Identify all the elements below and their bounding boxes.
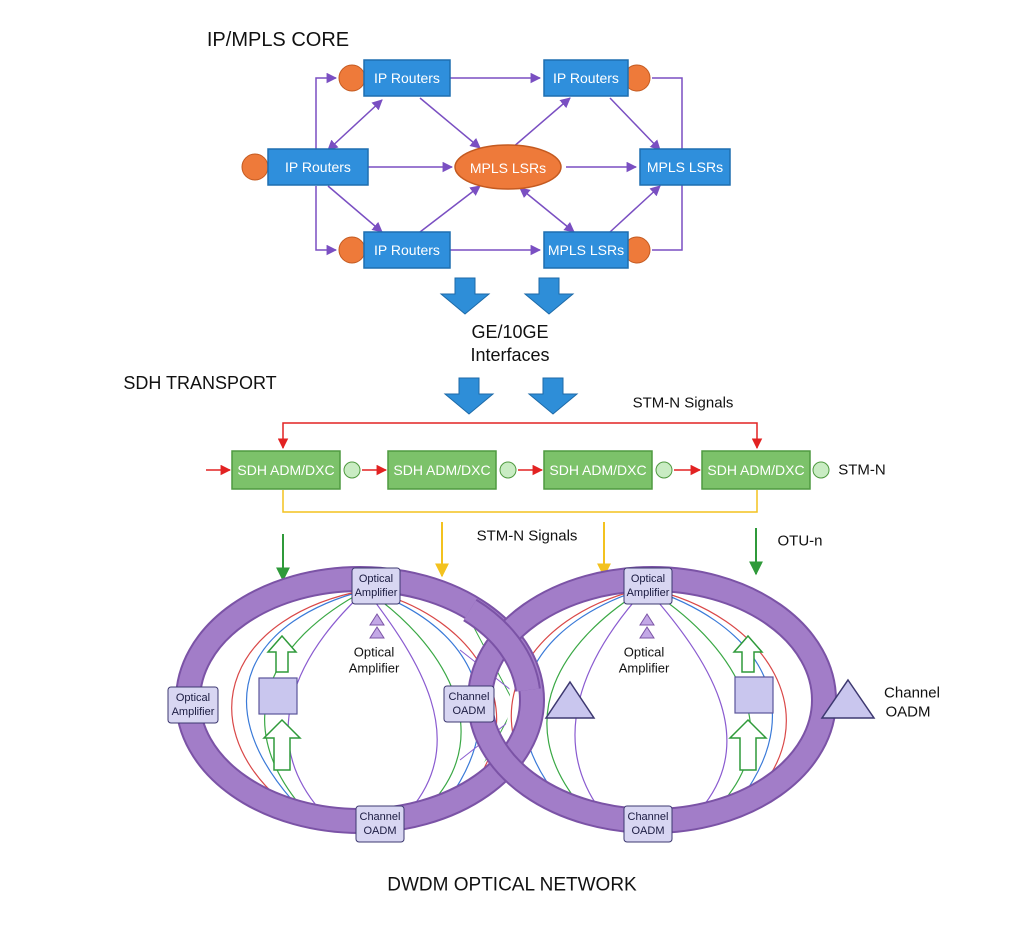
- right-oadm-label-line1: Channel: [884, 685, 940, 702]
- router-port-icon: [241, 153, 269, 181]
- left-ring-front-segment-fill: [464, 600, 539, 692]
- amplifier-triangle-icon: [369, 613, 385, 626]
- left-ring-top-amp-box: Optical Amplifier: [351, 567, 401, 605]
- hollow-up-arrow-icon: [262, 718, 302, 771]
- link-center-to-top-right: [511, 97, 571, 149]
- amplifier-triangle-icon: [369, 626, 385, 639]
- right-oadm-label-line2: OADM: [886, 704, 931, 721]
- node-label: SDH ADM/DXC: [549, 462, 646, 478]
- interfaces-label-line2: Interfaces: [470, 345, 549, 365]
- left-amp-label-line1: Optical: [354, 645, 395, 660]
- node-sdh-adm-2: SDH ADM/DXC: [387, 450, 497, 490]
- node-mpls-lsr-bottom-right: MPLS LSRs: [543, 231, 629, 269]
- link-bottom-left-to-center: [419, 185, 481, 233]
- right-ring-top-amp-box: Optical Amplifier: [623, 567, 673, 605]
- sdh-port-icon: [343, 461, 361, 479]
- box-label: Optical: [359, 573, 393, 585]
- sdh-port-icon: [499, 461, 517, 479]
- node-label: SDH ADM/DXC: [237, 462, 334, 478]
- link-top-right-to-mid-right: [609, 97, 661, 151]
- right-amp-label-line1: Optical: [624, 645, 665, 660]
- channel-module-icon: [734, 676, 774, 714]
- box-label: Channel: [628, 811, 669, 823]
- left-ring-left-amp-box: Optical Amplifier: [167, 686, 219, 724]
- dwdm-title: DWDM OPTICAL NETWORK: [387, 875, 637, 896]
- link-right-frame-bottom: [652, 167, 683, 251]
- right-amp-label-line2: Amplifier: [619, 661, 670, 676]
- stm-yellow-loop: [282, 490, 758, 513]
- stm-signals-top-label: STM-N Signals: [633, 395, 734, 412]
- stm-signals-bottom-label: STM-N Signals: [477, 528, 578, 545]
- left-ring-right-oadm-box: Channel OADM: [443, 685, 495, 723]
- node-label: IP Routers: [553, 70, 619, 86]
- node-mpls-lsr-center: MPLS LSRs: [454, 144, 562, 190]
- oadm-triangle-icon: [544, 680, 596, 719]
- link-bottom-right-to-mid-right: [609, 185, 661, 233]
- channel-module-icon: [258, 677, 298, 715]
- down-arrow-icon: [527, 377, 579, 415]
- link-left-frame-top: [315, 72, 338, 150]
- box-label: Optical: [631, 573, 665, 585]
- left-ring-bottom-oadm-box: Channel OADM: [355, 805, 405, 843]
- box-label: Amplifier: [172, 706, 215, 718]
- sdh-port-icon: [655, 461, 673, 479]
- node-ip-router-top-right: IP Routers: [543, 59, 629, 97]
- node-label: IP Routers: [285, 159, 351, 175]
- box-label: OADM: [364, 825, 397, 837]
- link-mid-left-to-bottom-left: [327, 185, 383, 233]
- down-arrow-icon: [439, 277, 491, 315]
- down-arrow-icon: [443, 377, 495, 415]
- box-label: Channel: [449, 691, 490, 703]
- amplifier-triangle-icon: [639, 613, 655, 626]
- box-label: Amplifier: [627, 587, 670, 599]
- router-port-icon: [338, 236, 366, 264]
- sdh-port-icon: [812, 461, 830, 479]
- node-mpls-lsr-mid-right: MPLS LSRs: [639, 148, 731, 186]
- right-ring-bottom-oadm-box: Channel OADM: [623, 805, 673, 843]
- link-left-frame-bottom: [315, 186, 338, 256]
- router-port-icon: [338, 64, 366, 92]
- ip-core-links: [315, 72, 683, 256]
- node-label: MPLS LSRs: [470, 160, 546, 176]
- sdh-title: SDH TRANSPORT: [123, 373, 276, 393]
- box-label: OADM: [632, 825, 665, 837]
- node-sdh-adm-4: SDH ADM/DXC: [701, 450, 811, 490]
- box-label: Optical: [176, 692, 210, 704]
- stm-red-loop: [277, 422, 763, 450]
- otu-n-label: OTU-n: [778, 533, 823, 550]
- node-label: MPLS LSRs: [647, 159, 723, 175]
- link-top-left-to-center: [419, 97, 481, 149]
- node-ip-router-bottom-left: IP Routers: [363, 231, 451, 269]
- node-ip-router-top-left: IP Routers: [363, 59, 451, 97]
- node-label: IP Routers: [374, 70, 440, 86]
- amplifier-triangle-icon: [639, 626, 655, 639]
- left-amp-label-line2: Amplifier: [349, 661, 400, 676]
- node-label: SDH ADM/DXC: [707, 462, 804, 478]
- box-label: Channel: [360, 811, 401, 823]
- hollow-up-arrow-icon: [266, 634, 298, 673]
- link-mid-left-to-top-left: [327, 99, 383, 151]
- node-label: MPLS LSRs: [548, 242, 624, 258]
- node-sdh-adm-1: SDH ADM/DXC: [231, 450, 341, 490]
- hollow-up-arrow-icon: [728, 718, 768, 771]
- link-center-to-bottom-right: [519, 187, 575, 233]
- link-right-frame-top: [652, 77, 683, 167]
- ip-core-title: IP/MPLS CORE: [207, 29, 349, 51]
- node-label: IP Routers: [374, 242, 440, 258]
- oadm-triangle-icon: [820, 678, 876, 719]
- box-label: Amplifier: [355, 587, 398, 599]
- down-arrow-icon: [523, 277, 575, 315]
- box-label: OADM: [453, 705, 486, 717]
- node-ip-router-mid-left: IP Routers: [267, 148, 369, 186]
- stm-n-label: STM-N: [838, 462, 886, 479]
- hollow-up-arrow-icon: [732, 634, 764, 673]
- node-sdh-adm-3: SDH ADM/DXC: [543, 450, 653, 490]
- node-label: SDH ADM/DXC: [393, 462, 490, 478]
- interfaces-label-line1: GE/10GE: [471, 322, 548, 342]
